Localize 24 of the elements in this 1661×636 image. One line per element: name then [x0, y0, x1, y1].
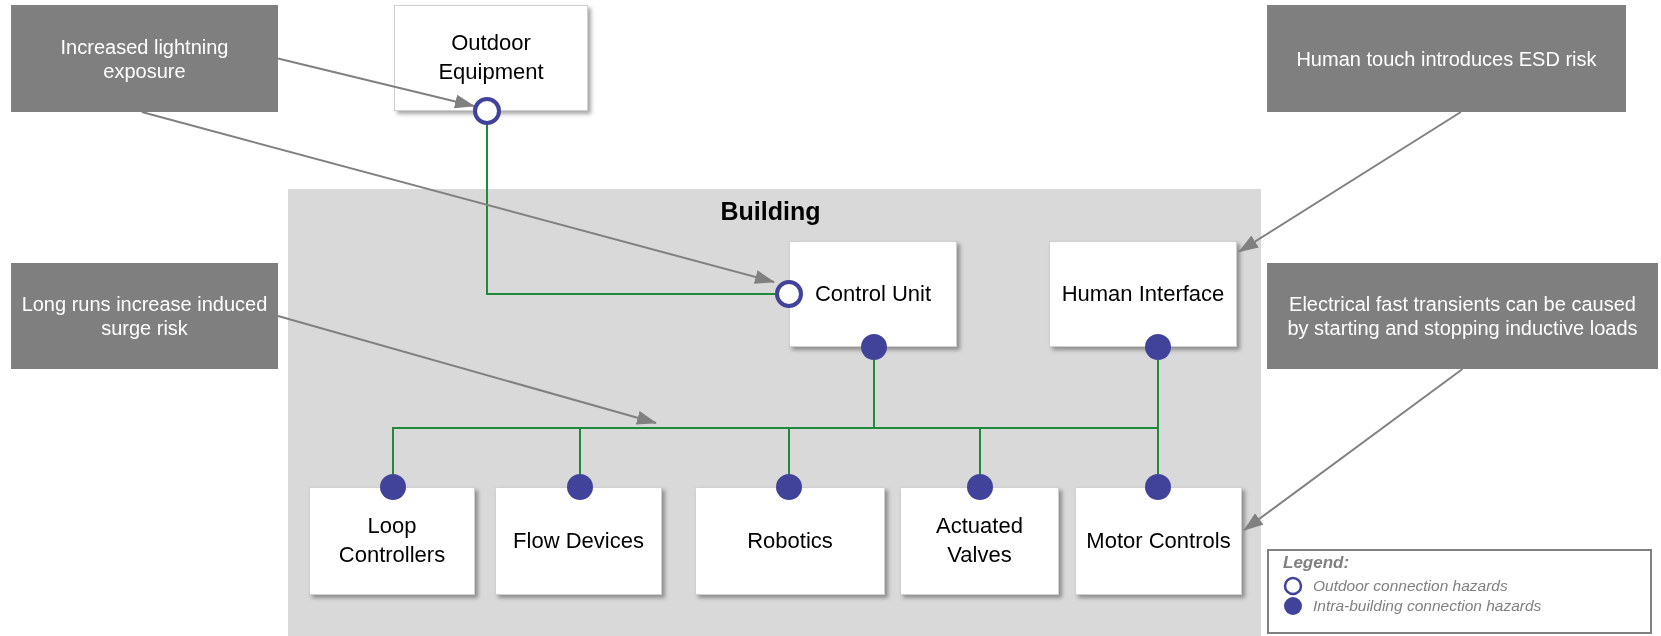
leader-arrow	[277, 315, 657, 425]
leader-arrow	[277, 57, 475, 109]
callout-box: Long runs increase induced surge risk	[11, 263, 278, 369]
device-box: Motor Controls	[1075, 487, 1242, 595]
area-title: Building	[720, 197, 821, 226]
legend-text: Outdoor connection hazards	[1313, 577, 1508, 595]
leader-arrow	[140, 111, 775, 284]
legend-title: Legend:	[1283, 553, 1350, 573]
callout-box: Human touch introduces ESD risk	[1267, 5, 1626, 112]
leader-arrow	[1243, 368, 1464, 532]
callout-box: Electrical fast transients can be caused by starting and stopping inductive loads	[1267, 263, 1658, 369]
device-box: Robotics	[695, 487, 885, 595]
device-box: Actuated Valves	[900, 487, 1059, 595]
device-box: Flow Devices	[495, 487, 662, 595]
device-box: Control Unit	[789, 241, 957, 347]
legend-text: Intra-building connection hazards	[1313, 597, 1542, 615]
callout-box: Increased lightning exposure	[11, 5, 278, 112]
device-box: Human Interface	[1049, 241, 1237, 347]
leader-arrow	[1238, 111, 1462, 253]
connection-line	[486, 124, 776, 295]
device-box: Outdoor Equipment	[394, 5, 588, 111]
building-area	[288, 189, 1261, 636]
device-box: Loop Controllers	[309, 487, 475, 595]
connection-line	[1157, 359, 1159, 475]
